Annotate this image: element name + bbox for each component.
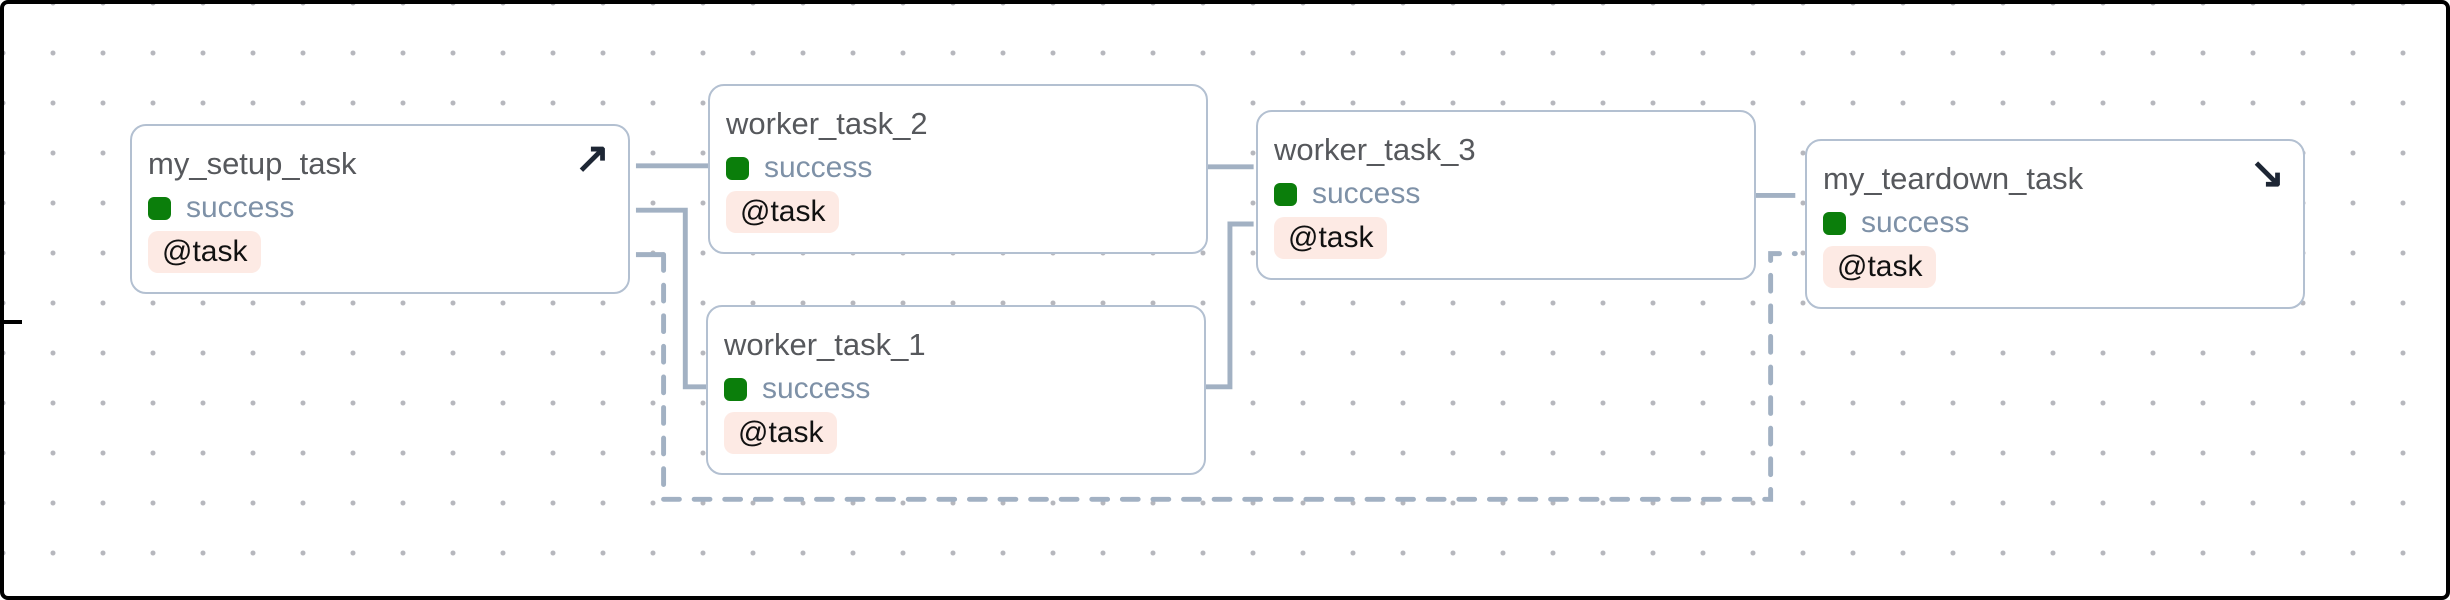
status-color-swatch (1823, 211, 1846, 235)
task-status-row: success (726, 148, 1186, 188)
edge-my_setup_task-worker_task_1 (635, 207, 711, 390)
task-name: worker_task_3 (1274, 132, 1476, 167)
task-name: worker_task_2 (726, 106, 928, 141)
task-name: my_setup_task (148, 146, 357, 181)
task-name: my_teardown_task (1823, 161, 2084, 196)
edge-worker_task_1-worker_task_3 (1202, 221, 1254, 390)
canvas-left-tick (4, 320, 22, 324)
task-status-row: success (1274, 174, 1734, 214)
task-decorator-badge: @task (724, 412, 838, 454)
task-decorator-badge: @task (148, 231, 262, 273)
task-node-worker_task_3[interactable]: worker_task_3 success @task (1256, 110, 1756, 280)
task-decorator-badge: @task (1274, 217, 1388, 259)
status-color-swatch (148, 196, 171, 220)
setup-arrow-icon: ↗ (574, 134, 610, 181)
status-color-swatch (726, 156, 749, 180)
status-color-swatch (1274, 182, 1297, 206)
status-color-swatch (724, 377, 747, 401)
task-badge-row: @task (726, 191, 1186, 233)
task-name: worker_task_1 (724, 327, 926, 362)
task-badge-row: @task (1823, 246, 2283, 288)
task-node-worker_task_1[interactable]: worker_task_1 success @task (706, 305, 1206, 475)
teardown-arrow-icon: ↘ (2249, 149, 2285, 196)
task-badge-row: @task (724, 412, 1184, 454)
task-badge-row: @task (1274, 217, 1734, 259)
status-label: success (186, 191, 295, 224)
status-label: success (1312, 177, 1421, 210)
status-label: success (1861, 206, 1970, 239)
task-node-my_setup_task[interactable]: my_setup_task success @task ↗ (130, 124, 630, 294)
task-status-row: success (724, 369, 1184, 409)
task-badge-row: @task (148, 231, 608, 273)
status-label: success (762, 372, 871, 405)
task-status-row: success (148, 188, 608, 228)
task-decorator-badge: @task (726, 191, 840, 233)
task-decorator-badge: @task (1823, 246, 1937, 288)
task-node-worker_task_2[interactable]: worker_task_2 success @task (708, 84, 1208, 254)
status-label: success (764, 151, 873, 184)
task-status-row: success (1823, 203, 2283, 243)
task-node-my_teardown_task[interactable]: my_teardown_task success @task ↘ (1805, 139, 2305, 309)
